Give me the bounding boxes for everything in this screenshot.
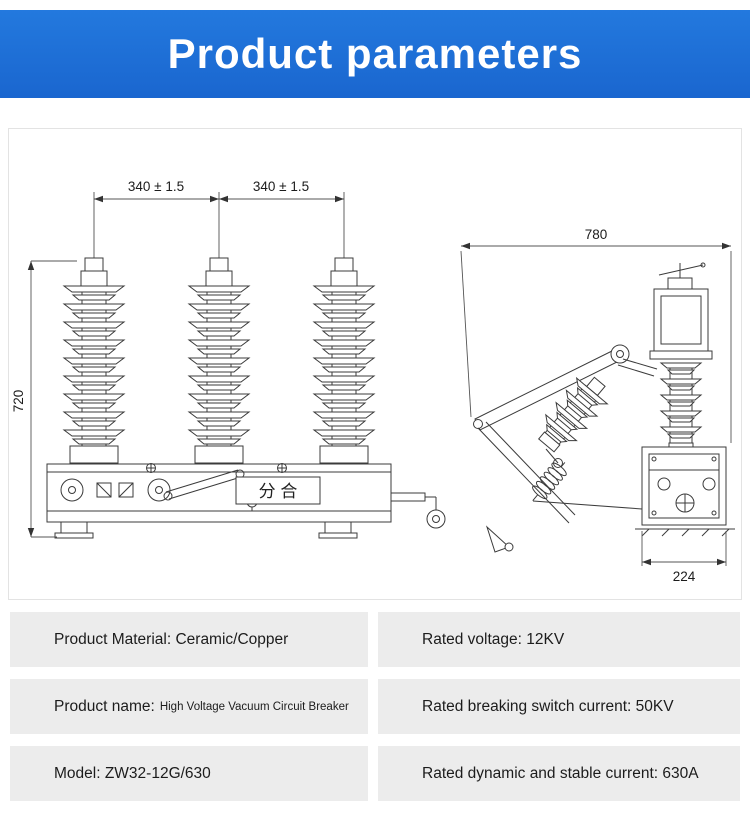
dim-340-right-label: 340 ± 1.5 <box>253 179 309 194</box>
spec-product-material-text: Product Material: Ceramic/Copper <box>54 630 289 648</box>
side-insulator-column <box>660 362 702 444</box>
insulator-pole-2 <box>189 192 249 463</box>
mechanism-box <box>641 446 727 526</box>
technical-drawing-panel: 分 合 340 ± 1.5 340 ± 1.5 720 <box>8 128 742 600</box>
open-close-plate <box>235 476 321 505</box>
spec-product-material: Product Material: Ceramic/Copper <box>10 612 368 667</box>
operating-wheel <box>426 509 446 529</box>
spec-product-name-value: High Voltage Vacuum Circuit Breaker <box>159 700 349 713</box>
page-header-banner: Product parameters <box>0 10 750 98</box>
angled-insulator <box>537 376 608 453</box>
breaker-technical-drawing: 分 合 340 ± 1.5 340 ± 1.5 720 <box>11 179 735 584</box>
spec-breaking-current-text: Rated breaking switch current: 50KV <box>422 697 674 715</box>
insulator-pole-1 <box>64 192 124 463</box>
spec-model: Model: ZW32-12G/630 <box>10 746 368 801</box>
dim-340-left-label: 340 ± 1.5 <box>128 179 184 194</box>
front-dimension-lines <box>27 195 344 538</box>
insulator-pole-3 <box>314 192 374 463</box>
side-dimension-lines <box>460 242 732 566</box>
spec-rated-voltage-text: Rated voltage: 12KV <box>422 630 565 648</box>
spec-dynamic-current: Rated dynamic and stable current: 630A <box>378 746 740 801</box>
spec-table: Product Material: Ceramic/Copper Rated v… <box>10 612 740 801</box>
front-view: 分 合 <box>46 192 446 539</box>
spec-model-text: Model: ZW32-12G/630 <box>54 764 211 782</box>
open-close-label: 分 合 <box>259 482 298 501</box>
spec-dynamic-current-text: Rated dynamic and stable current: 630A <box>422 764 699 782</box>
spec-product-name-label: Product name: <box>54 697 155 715</box>
spec-breaking-current: Rated breaking switch current: 50KV <box>378 679 740 734</box>
spec-rated-voltage: Rated voltage: 12KV <box>378 612 740 667</box>
page-title: Product parameters <box>167 30 583 77</box>
dim-780-label: 780 <box>585 227 608 242</box>
spec-product-name: Product name: High Voltage Vacuum Circui… <box>10 679 368 734</box>
side-view <box>473 262 735 553</box>
closing-spring <box>532 462 567 502</box>
interrupter-housing <box>653 288 709 352</box>
dim-224-label: 224 <box>673 569 696 584</box>
dim-720-label: 720 <box>11 390 26 413</box>
base-frame <box>46 463 392 512</box>
